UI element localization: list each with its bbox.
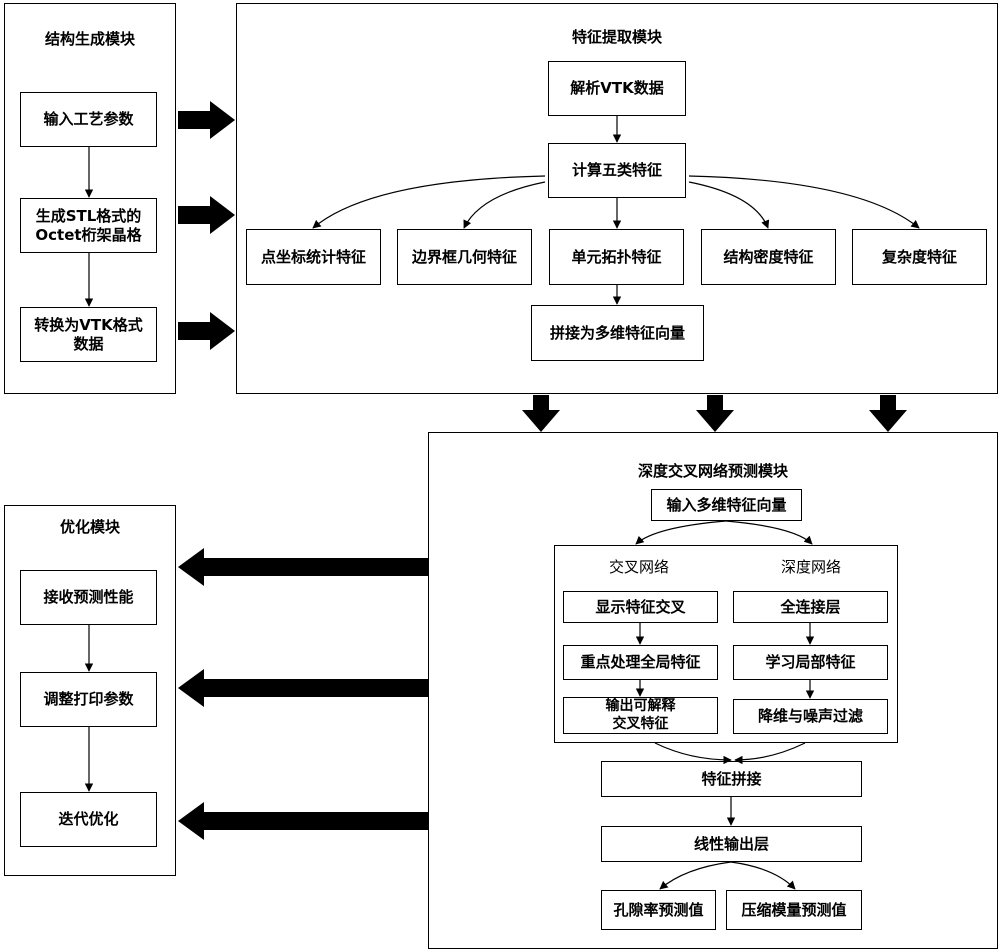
arrow-to-complexity [689, 176, 919, 228]
arrow-to-structure-density [689, 182, 768, 228]
block-arrow-right-1 [178, 101, 235, 139]
block-arrow-down-1 [522, 395, 560, 432]
block-arrow-left-1 [178, 548, 428, 586]
arrow-input-to-cross [636, 521, 726, 544]
arrow-to-bbox-geometry [464, 182, 545, 228]
block-arrow-down-3 [869, 395, 907, 432]
block-arrow-left-3 [178, 802, 428, 840]
block-arrow-left-2 [178, 669, 428, 707]
arrow-to-porosity [660, 862, 731, 889]
arrow-merge-from-deep [735, 743, 805, 760]
block-arrow-right-2 [178, 196, 235, 234]
block-arrow-down-2 [696, 395, 734, 432]
arrow-merge-from-cross [655, 743, 731, 760]
block-arrow-right-3 [178, 312, 235, 350]
arrow-to-modulus [731, 862, 795, 889]
arrow-to-point-stats [313, 176, 545, 228]
arrow-input-to-deep [726, 521, 812, 544]
